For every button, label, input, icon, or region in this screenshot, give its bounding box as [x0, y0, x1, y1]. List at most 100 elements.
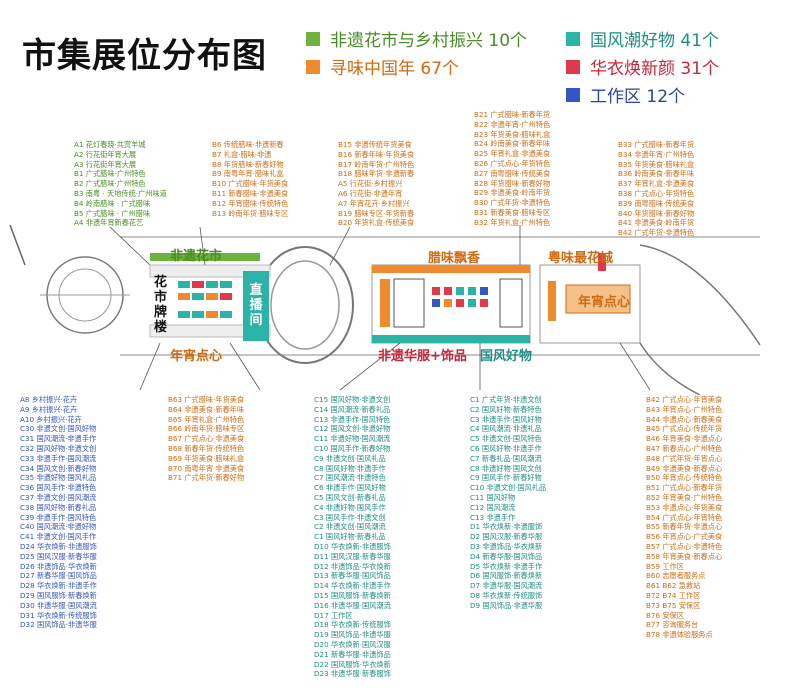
booth-entry: C3 国风手作·非遗文创: [314, 512, 386, 522]
booth-entry: C11 国风好物: [470, 492, 516, 502]
booth-entry: A3 行花街年宵大展: [74, 159, 137, 169]
booth-entry: B58 年宵美食·新春点心: [646, 551, 723, 561]
zone-label-huashi-pailou: 花市牌楼: [153, 275, 167, 335]
booth-entry: B22 非遗年宵·广州特色: [474, 119, 551, 129]
booth-entry: D19 国风饰品·非遗华服: [314, 630, 391, 640]
zone-label-nianxiao-left: 年宵点心: [170, 349, 223, 364]
legend-swatch-blue: [566, 87, 580, 102]
booth-entry: D1 华衣焕新·非遗服饰: [470, 522, 543, 532]
live-studio-block: [243, 271, 269, 341]
venue-floorplan: [9, 224, 761, 396]
zone-label-feiyi-huafu: 非遗华服+饰品: [378, 349, 467, 364]
booth-entry: B26 广式点心·年货特色: [474, 158, 551, 168]
booth-entry: B67 广式点心·非遗美食: [168, 434, 245, 444]
booth-entry: B45 广式点心·传统年货: [646, 424, 723, 434]
booth-entry: B15 非遗传统年货美食: [338, 140, 412, 149]
booth-entry: C4 国风潮流·非遗礼品: [470, 424, 542, 434]
booth-entry: B54 广式点心·年宵特色: [646, 512, 723, 522]
booth-entry: C34 国风文创·新春好物: [20, 463, 97, 473]
booth-entry: B34 非遗年宵·广州特色: [618, 149, 695, 159]
booth-entry: B8 年货腊味·新春好物: [212, 159, 284, 169]
booth-entry: B65 年宵礼盒·广州特色: [168, 414, 245, 424]
booth-entry: A8 乡村振兴·花卉: [20, 395, 78, 404]
booth-entry: B1 广式腊味·广州特色: [74, 169, 146, 179]
legend-swatch-orange: [306, 59, 320, 74]
booth-entry: D3 非遗饰品·华衣焕新: [470, 541, 543, 551]
booth-entry: B70 南粤年宵·非遗美食: [168, 463, 245, 473]
booth-entry: B27 南粤腊味·传统美食: [474, 168, 551, 178]
booth-entry: B19 腊味专区·年货新春: [338, 208, 415, 218]
legend-item-xunwei: 寻味中国年 67个: [306, 54, 459, 79]
booth-entry: D30 非遗华服·国风潮流: [20, 600, 97, 610]
booth-entry: B69 年货美食·腊味礼盒: [168, 453, 245, 463]
venue-map: 非遗花市 腊味飘香 粤味最花城 花市牌楼 直播间 年宵点心 年宵点心 非遗华服+…: [0, 224, 800, 399]
booth-entry: B57 广式点心·非遗特色: [646, 541, 723, 551]
booth-entry: B71 广式年货·新春好物: [168, 473, 245, 483]
booth-entry: A9 乡村振兴·花卉: [20, 404, 78, 414]
booth-entry: B12 年宵腊味·传统特色: [212, 198, 289, 208]
booth-entry: C11 非遗好物·国风潮流: [314, 434, 391, 444]
booth-entry: D10 华衣焕新·非遗服饰: [314, 541, 391, 551]
booth-entry: C41 非遗文创·国风手作: [20, 532, 97, 542]
feiyi-strip: [150, 253, 260, 261]
legend-swatch-green: [306, 31, 320, 46]
booth-entry: C4 非遗好物·国风手作: [314, 502, 386, 512]
booth-entry: C8 国风好物·非遗手作: [314, 463, 386, 473]
booth-entry: C1 国风好物·新春礼品: [314, 532, 386, 542]
booth-entry: C13 非遗手作·国风特色: [314, 414, 391, 424]
booth-entry: C37 非遗文创·国风潮流: [20, 492, 97, 502]
booth-entry: B11 新春腊味·非遗美食: [212, 188, 289, 198]
booth-entry: D9 国风饰品·非遗华服: [470, 600, 543, 610]
booth-entry: C2 非遗文创·国风潮流: [314, 522, 386, 532]
zone-label-lawei: 腊味飘香: [428, 251, 481, 266]
booth-entry: B42 广式点心·年宵美食: [646, 395, 723, 404]
booth-entry: C15 国风好物·非遗文创: [314, 395, 391, 404]
booth-entry: C9 非遗文创·国风礼品: [314, 453, 386, 463]
booth-entry: D17 工作区: [314, 610, 353, 620]
booth-entry: C36 国风手作·非遗特色: [20, 483, 97, 493]
booth-entry: B2 广式腊味·广州特色: [74, 179, 146, 189]
booth-entry: C1 广式年货·非遗文创: [470, 395, 542, 404]
booth-entry: B33 广式腊味·新春年货: [618, 140, 695, 149]
legend-item-feiyi: 非遗花市与乡村振兴 10个: [306, 26, 527, 51]
booth-entry: B64 非遗美食·新春年味: [168, 404, 245, 414]
booth-entry: D31 华衣焕新·传统服饰: [20, 610, 97, 620]
booth-entry: D5 华衣焕新·非遗手作: [470, 561, 543, 571]
booth-entry: B68 新春年货·传统特色: [168, 443, 245, 453]
booth-entry: B28 年货腊味·新春好物: [474, 178, 551, 188]
booth-entry: B20 年货礼盒·传统美食: [338, 218, 415, 228]
booth-entry: C5 非遗文创·国风特色: [470, 434, 542, 444]
booth-entry: C12 国风文创·非遗好物: [314, 424, 391, 434]
booth-entry: D24 华衣焕新·非遗服饰: [20, 541, 97, 551]
booth-entry: D26 非遗饰品·华衣焕新: [20, 561, 97, 571]
booth-entry: B43 年宵点心·广州特色: [646, 404, 723, 414]
booth-entry: B18 腊味年货·非遗新春: [338, 169, 415, 179]
booth-entry: B56 年宵点心·广式美食: [646, 532, 723, 542]
booth-entry: B39 南粤腊味·传统美食: [618, 198, 695, 208]
booth-entry: B38 广式点心·年货特色: [618, 188, 695, 198]
booth-entry: B59 工作区: [646, 561, 684, 571]
zone-label-guofeng: 国风好物: [480, 349, 533, 364]
legend-label-gongzuo: 工作区 12个: [590, 87, 686, 107]
booth-cluster-left: [178, 281, 232, 318]
booth-entry: B3 南粤 · 天地传统·广州味道: [74, 188, 167, 198]
booth-entry: B46 年宵美食·非遗点心: [646, 434, 723, 444]
booth-entry: B47 新春点心·广州特色: [646, 443, 723, 453]
booth-entry: C3 非遗手作·国风好物: [470, 414, 542, 424]
booth-entry: B53 非遗点心·年货美食: [646, 502, 723, 512]
booth-entry: B76 安保区: [646, 610, 684, 620]
booth-entry: B36 岭南美食·新春年味: [618, 169, 695, 179]
booth-entry: B48 广式年货·年宵点心: [646, 453, 723, 463]
booth-entry: B23 年货美食·腊味礼盒: [474, 129, 551, 139]
booth-entry: C39 非遗手作·国风特色: [20, 512, 97, 522]
booth-entry: C7 新春礼品·国风潮流: [470, 453, 542, 463]
booth-entry: D28 华衣焕新·非遗手作: [20, 581, 97, 591]
booth-entry: A7 年宵花卉·乡村振兴: [338, 198, 410, 208]
